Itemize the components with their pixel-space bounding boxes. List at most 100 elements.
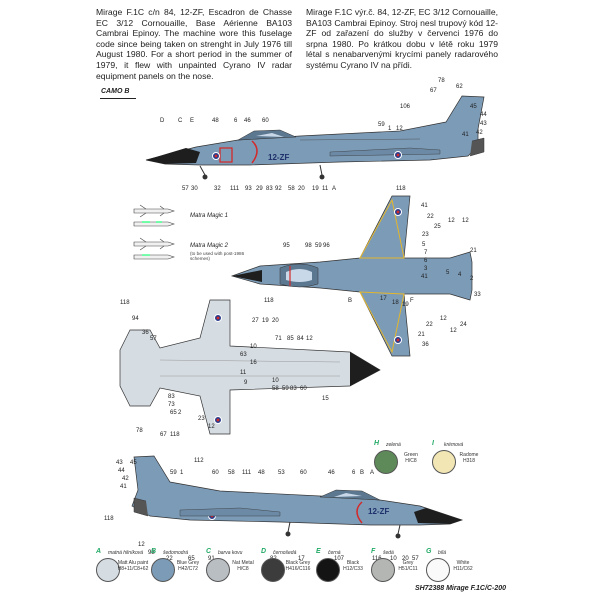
swatch-letter: A: [96, 548, 102, 555]
callout-label: 58: [288, 186, 295, 192]
callout-label: 10: [272, 378, 279, 384]
swatch-letter: E: [316, 548, 321, 555]
callout-label: 42: [122, 476, 129, 482]
callout-label: 17: [298, 556, 305, 562]
swatch-letter: G: [426, 548, 432, 555]
callout-label: 118: [120, 300, 130, 306]
callout-label: 58: [272, 386, 279, 392]
swatch-color-circle: [261, 558, 285, 582]
swatch-color-circle: [151, 558, 175, 582]
callout-label: 45: [470, 104, 477, 110]
callout-label: F: [410, 298, 414, 304]
footer: SH72388 Mirage F.1C/C-200: [414, 585, 506, 592]
description-cz: Mirage F.1C výr.č. 84, 12-ZF, EC 3/12 Co…: [306, 7, 498, 70]
callout-label: 36: [142, 330, 149, 336]
callout-label: 94: [132, 316, 139, 322]
callout-label: 111: [242, 470, 252, 476]
callout-label: 62: [456, 84, 463, 90]
swatch-czech-name: černošedá: [273, 550, 297, 556]
callout-label: 19: [262, 318, 269, 324]
callout-label: 41: [421, 203, 428, 209]
swatch-czech-name: šedomodrá: [163, 550, 189, 556]
callout-label: 19: [312, 186, 319, 192]
callout-label: 27: [252, 318, 259, 324]
callout-label: 12: [462, 218, 469, 224]
swatch-czech-name: zelená: [386, 442, 401, 448]
swatch-czech-name: krémová: [444, 442, 464, 448]
callout-label: 112: [194, 458, 204, 464]
swatch-czech-name: barva kovu: [218, 550, 243, 556]
callout-label: 10: [390, 556, 397, 562]
callout-label: 60: [212, 470, 219, 476]
callout-label: 32: [214, 186, 221, 192]
callout-label: 20: [272, 318, 279, 324]
callout-label: 60: [262, 118, 269, 124]
missile-note: (to be used with post-1986 schemes): [190, 251, 245, 262]
swatch-color-circle: [316, 558, 340, 582]
callout-label: 63: [240, 352, 247, 358]
callout-label: A: [370, 470, 375, 476]
callout-label: 21: [418, 332, 425, 338]
description-en: Mirage F.1C c/n 84, 12-ZF, Escadron de C…: [96, 7, 292, 81]
callout-label: B: [348, 298, 353, 304]
callout-label: 43: [480, 121, 487, 127]
callout-label: 60: [300, 470, 307, 476]
swatch-czech-name: bílá: [438, 550, 447, 556]
callout-label: 20: [298, 186, 305, 192]
callout-label: 98: [148, 550, 155, 556]
callout-label: 118: [104, 516, 114, 522]
callout-label: 10: [250, 344, 257, 350]
callout-label: 12: [396, 126, 403, 132]
callout-label: 19: [402, 302, 409, 308]
camo-label: CAMO B: [101, 88, 130, 95]
callout-label: 7: [424, 250, 428, 256]
callout-label: 41: [462, 132, 469, 138]
callout-label: 6: [424, 258, 428, 264]
callout-label: 12: [440, 316, 447, 322]
swatch-letter: B: [151, 548, 157, 555]
callout-label: 44: [118, 468, 125, 474]
callout-label: 118: [170, 432, 180, 438]
callout-label: 42: [476, 130, 483, 136]
callout-label: 67: [160, 432, 167, 438]
callout-label: 29: [256, 186, 263, 192]
callout-label: 18: [392, 300, 399, 306]
callout-label: 84: [297, 336, 304, 342]
swatch-color-circle: [371, 558, 395, 582]
callout-label: 59: [170, 470, 177, 476]
callout-label: 30: [191, 186, 198, 192]
callout-label: 36: [422, 342, 429, 348]
callout-label: 45: [130, 460, 137, 466]
callout-label: 2: [178, 410, 182, 416]
callout-label: 11: [240, 370, 247, 376]
callout-label: 9: [244, 380, 248, 386]
callout-label: 83: [266, 186, 273, 192]
callout-label: 21: [470, 248, 477, 254]
callout-label: 48: [258, 470, 265, 476]
callout-label: 22: [427, 214, 434, 220]
callout-label: 24: [460, 322, 467, 328]
swatch-color-circle: [374, 450, 398, 474]
swatch-letter: F: [371, 548, 376, 555]
callout-label: 58: [228, 470, 235, 476]
callout-label: 12: [450, 328, 457, 334]
callout-label: 107: [334, 556, 345, 562]
callout-label: 16: [250, 360, 257, 366]
missiles: [133, 204, 175, 260]
swatch-letter: C: [206, 548, 212, 555]
callout-label: 17: [380, 296, 387, 302]
callout-label: 57: [150, 336, 157, 342]
callout-label: 46: [244, 118, 251, 124]
callout-label: 73: [168, 402, 175, 408]
missile-label-magic2: Matra Magic 2: [190, 243, 229, 249]
swatch-color-circle: [206, 558, 230, 582]
callout-label: 59: [282, 386, 289, 392]
callout-label: 33: [474, 292, 481, 298]
swatch-letter: D: [261, 548, 267, 555]
